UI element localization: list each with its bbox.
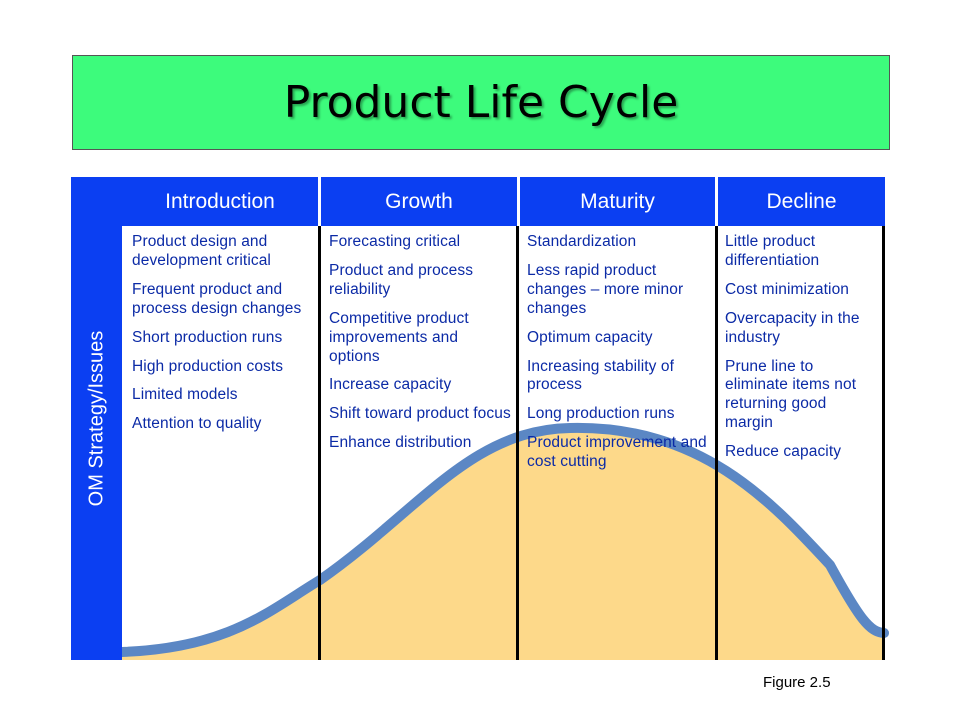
issue-item: Standardization bbox=[527, 233, 637, 250]
issue-item: Cost minimization bbox=[725, 280, 850, 298]
issue-item: Less rapid product changes – more minor … bbox=[527, 261, 684, 317]
issue-item: Forecasting critical bbox=[329, 233, 461, 250]
side-bar bbox=[71, 177, 122, 660]
title-banner: Product Life Cycle bbox=[72, 55, 890, 150]
issue-item: Reduce capacity bbox=[725, 443, 842, 461]
column-divider bbox=[882, 226, 885, 660]
maturity-issues: Standardization Less rapid product chang… bbox=[527, 233, 709, 482]
issue-item: Product improvement and cost cutting bbox=[527, 434, 707, 471]
issue-item: Increasing stability of process bbox=[527, 357, 675, 394]
issue-item: Competitive product improvements and opt… bbox=[329, 309, 469, 365]
introduction-issues: Product design and development critical … bbox=[132, 233, 312, 444]
growth-issues: Forecasting critical Product and process… bbox=[329, 233, 511, 463]
issue-item: Attention to quality bbox=[132, 415, 262, 433]
issue-item: High production costs bbox=[132, 357, 284, 375]
curve-line bbox=[117, 422, 889, 657]
side-label: OM Strategy/Issues bbox=[85, 330, 107, 507]
issue-item: Product design and development critical bbox=[132, 233, 271, 269]
header-maturity: Maturity bbox=[520, 177, 715, 226]
issue-item: Little product differentiation bbox=[725, 233, 820, 269]
issue-item: Increase capacity bbox=[329, 376, 452, 394]
issue-item: Optimum capacity bbox=[527, 328, 653, 346]
issue-item: Product and process reliability bbox=[329, 261, 474, 298]
header-introduction: Introduction bbox=[122, 177, 318, 226]
issue-item: Overcapacity in the industry bbox=[725, 309, 860, 346]
curve-fill bbox=[122, 427, 884, 660]
decline-issues: Little product differentiation Cost mini… bbox=[725, 233, 877, 472]
issue-item: Short production runs bbox=[132, 328, 283, 346]
column-divider bbox=[715, 226, 718, 660]
issue-item: Prune line to eliminate items not return… bbox=[725, 357, 857, 432]
slide-title: Product Life Cycle bbox=[283, 77, 679, 128]
side-label-container: OM Strategy/Issues bbox=[71, 177, 122, 660]
issue-item: Shift toward product focus bbox=[329, 405, 511, 423]
column-divider bbox=[318, 226, 321, 660]
header-decline: Decline bbox=[718, 177, 885, 226]
column-divider bbox=[516, 226, 519, 660]
issue-item: Limited models bbox=[132, 386, 238, 404]
figure-label: Figure 2.5 bbox=[763, 674, 831, 691]
header-growth: Growth bbox=[321, 177, 517, 226]
issue-item: Enhance distribution bbox=[329, 434, 472, 452]
issue-item: Long production runs bbox=[527, 405, 675, 423]
issue-item: Frequent product and process design chan… bbox=[132, 280, 302, 317]
